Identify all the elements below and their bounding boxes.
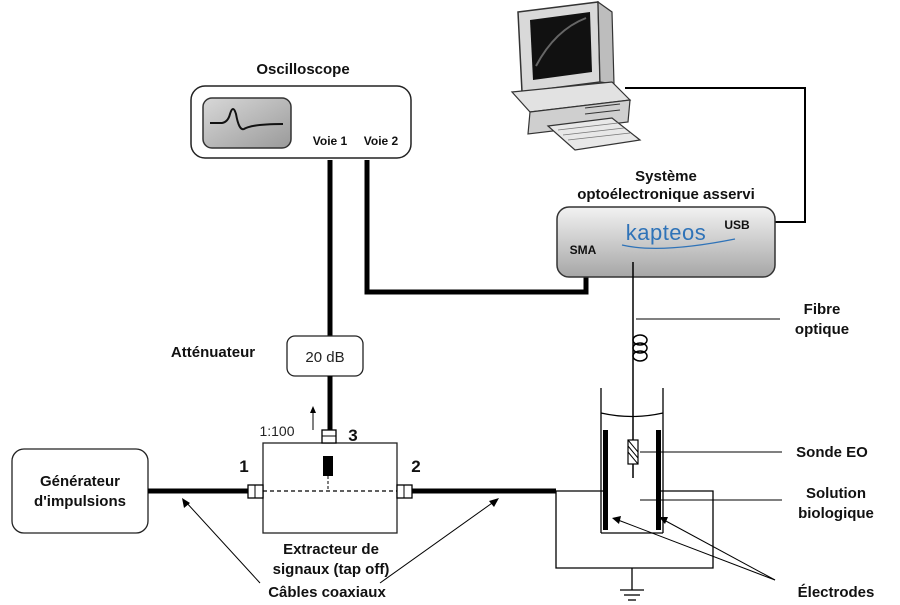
cables-label: Câbles coaxiaux — [268, 584, 386, 601]
signal-waveform — [210, 108, 284, 131]
electrode-right — [656, 430, 661, 530]
ratio-label: 1:100 — [259, 423, 294, 439]
computer-icon — [510, 0, 642, 151]
solution-label-line2: biologique — [798, 505, 874, 522]
systeme-title-line2: optoélectronique asservi — [577, 186, 755, 203]
extracteur-label-line1: Extracteur de — [283, 541, 379, 558]
attenuation-value: 20 dB — [305, 349, 344, 366]
generateur-label-line1: Générateur — [40, 473, 120, 490]
ratio-arrow-head — [310, 406, 316, 413]
oscilloscope-title: Oscilloscope — [256, 61, 349, 78]
tap-probe — [323, 456, 333, 476]
port2-label: 2 — [411, 457, 420, 476]
extracteur-label-line2: signaux (tap off) — [273, 561, 390, 578]
systeme-title-line1: Système — [635, 168, 697, 185]
electrode-left — [603, 430, 608, 530]
port3-label: 3 — [348, 426, 357, 445]
kapteos-logo: kapteos — [626, 220, 707, 245]
generateur-label-line2: d'impulsions — [34, 493, 126, 510]
optoelectronic-system-box — [556, 206, 776, 278]
kapteos-logo-swoosh — [621, 238, 736, 249]
electrodes-label: Électrodes — [798, 584, 875, 601]
voie2-label: Voie 2 — [364, 134, 399, 148]
fibre-coil — [632, 334, 648, 362]
pulse-generator-box — [11, 448, 149, 534]
usb-port-label: USB — [724, 218, 750, 232]
solution-label-line1: Solution — [806, 485, 866, 502]
fibre-label-line2: optique — [795, 321, 849, 338]
oscilloscope-screen — [202, 97, 292, 149]
voie2-cable — [364, 160, 589, 295]
attenuator-box — [286, 335, 364, 377]
electrode-cell — [600, 388, 664, 534]
attenuateur-label: Atténuateur — [171, 344, 255, 361]
electrode-pointers — [612, 516, 776, 581]
fibre-label-line1: Fibre — [804, 301, 841, 318]
usb-cable — [625, 87, 806, 223]
sonde-label: Sonde EO — [796, 444, 868, 461]
port1-label: 1 — [239, 457, 248, 476]
voie1-label: Voie 1 — [313, 134, 348, 148]
ground-icon — [620, 589, 644, 601]
sma-port-label: SMA — [570, 243, 597, 257]
eo-probe — [627, 439, 639, 478]
